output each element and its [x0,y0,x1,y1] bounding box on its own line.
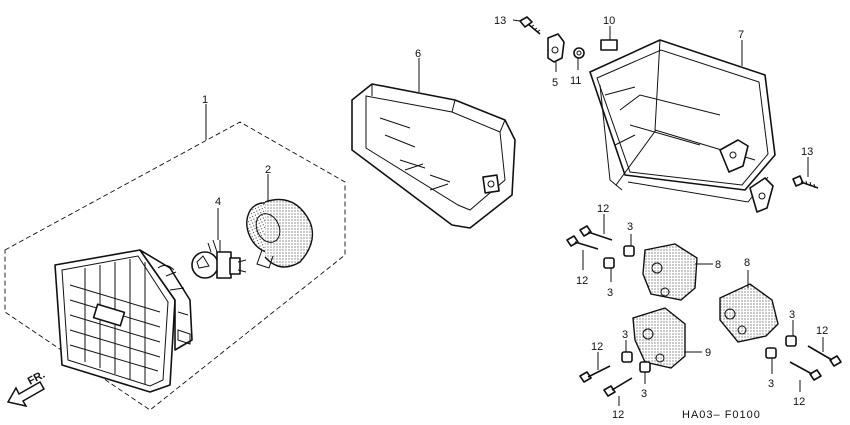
callout-11: 11 [570,75,581,87]
headlight-assembly-group [4,104,346,411]
front-direction-arrow: FR. [6,369,47,408]
callout-4: 4 [215,196,221,208]
callout-labels: 1 2 4 6 13 10 7 5 11 13 12 3 12 3 8 8 12… [202,15,828,421]
callout-12-e: 12 [816,325,828,337]
collar-3c [621,351,633,363]
callout-3-d: 3 [641,388,647,400]
collar-3f [785,335,797,347]
callout-9: 9 [705,347,711,359]
callout-3-f: 3 [789,309,795,321]
bracket-8a [642,243,713,301]
callout-13-top: 13 [494,15,506,27]
callout-13-right: 13 [801,146,813,158]
bolt-12a [579,214,613,241]
callout-3-b: 3 [607,287,613,299]
callout-5: 5 [552,77,558,89]
callout-3-c: 3 [622,329,628,341]
nut-11 [573,47,585,70]
callout-3-e: 3 [768,378,774,390]
label-10 [600,26,618,51]
callout-6: 6 [415,48,421,60]
callout-7: 7 [738,29,744,41]
bolt-12e [807,337,842,367]
bulb-socket-cover [246,198,314,269]
bolt-12c [579,352,611,383]
headlight-unit [54,249,193,393]
callout-1: 1 [202,94,208,106]
headlight-case [351,58,516,229]
bolt-12d [603,377,633,406]
stay-5 [547,33,565,72]
mount-parts [566,214,842,406]
bracket-8b [719,270,779,343]
headlight-guard [589,39,776,213]
collar-3d [639,361,651,373]
callout-8-b: 8 [744,257,750,269]
callout-12-d: 12 [612,409,624,421]
headlight-bulb [191,239,247,279]
assembly-boundary [4,121,346,411]
callout-12-b: 12 [576,275,588,287]
top-small-parts [512,16,618,72]
bracket-9 [632,307,702,369]
bolt-13-right [792,157,819,189]
collar-3b [603,257,615,269]
bolt-12b [566,235,599,270]
collar-3e [765,347,777,359]
drawing-code: HA03– F0100 [682,409,761,421]
callout-2: 2 [265,164,271,176]
callout-12-a: 12 [597,203,609,215]
direction-label: FR. [26,369,47,388]
callout-12-f: 12 [793,396,805,408]
collar-3a [623,245,635,257]
bolt-13-top [512,16,541,35]
callout-12-c: 12 [591,341,603,353]
callout-8-a: 8 [715,259,721,271]
callout-10: 10 [603,15,615,27]
bolt-12f [789,361,822,392]
callout-3-a: 3 [627,221,633,233]
